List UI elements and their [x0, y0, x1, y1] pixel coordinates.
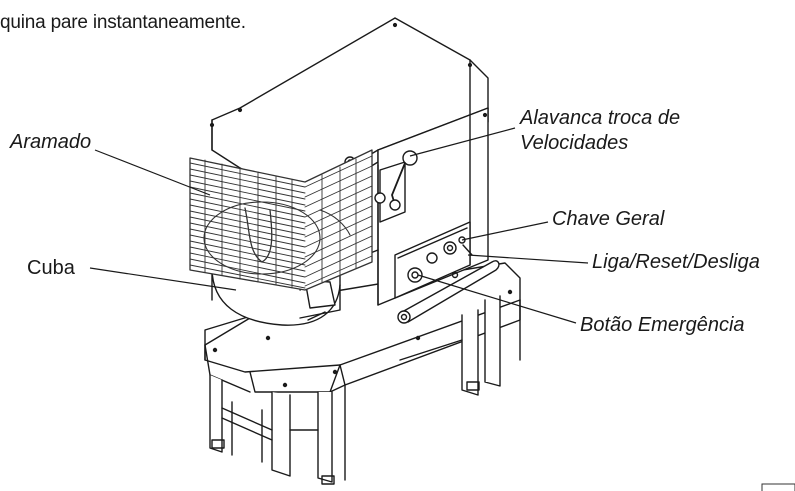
- leader-botao-emergencia: [417, 274, 577, 324]
- page-corner-box: [761, 483, 795, 491]
- leader-alavanca: [409, 127, 516, 157]
- control-panel: [394, 221, 500, 324]
- label-chave-geral: Chave Geral: [552, 208, 665, 230]
- leader-cuba: [89, 267, 237, 291]
- speed-lever: [374, 150, 418, 223]
- label-alavanca-line2: Velocidades: [520, 132, 629, 154]
- header-text: quina pare instantaneamente.: [0, 12, 246, 33]
- leader-lines: [89, 127, 589, 324]
- leader-aramado: [94, 149, 211, 196]
- label-cuba: Cuba: [27, 257, 75, 279]
- leader-liga-reset: [467, 254, 589, 264]
- label-alavanca-line1: Alavanca troca de: [520, 107, 681, 129]
- label-botao-emergencia: Botão Emergência: [580, 314, 745, 336]
- label-liga-reset-desliga: Liga/Reset/Desliga: [592, 251, 760, 273]
- label-aramado: Aramado: [10, 131, 92, 153]
- wire-guard: [189, 149, 373, 291]
- leader-chave-geral: [461, 221, 549, 241]
